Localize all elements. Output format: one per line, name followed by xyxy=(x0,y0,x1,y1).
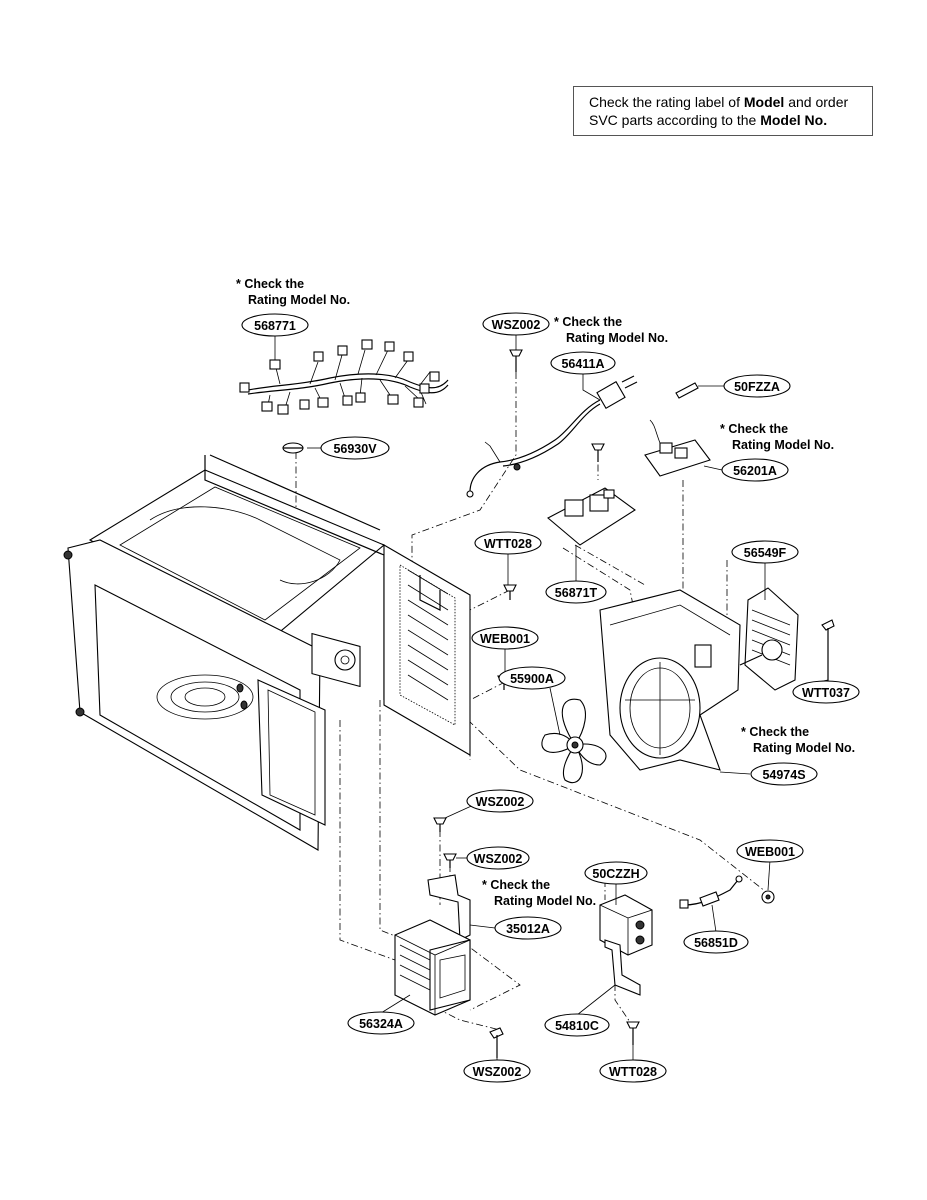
svg-text:56549F: 56549F xyxy=(744,546,787,560)
screw-wsz002-bottom xyxy=(489,1027,504,1058)
callout-56549F[interactable]: 56549F xyxy=(731,540,799,564)
callout-WEB001-2[interactable]: WEB001 xyxy=(736,839,804,863)
callout-56851D[interactable]: 56851D xyxy=(683,930,749,954)
screw-wsz002-mid xyxy=(433,817,447,832)
svg-text:56411A: 56411A xyxy=(561,357,604,371)
svg-text:Rating Model No.: Rating Model No. xyxy=(248,293,350,307)
fuse-part xyxy=(675,382,699,399)
rating-notes: * Check the Rating Model No. * Check the… xyxy=(236,277,855,908)
hv-capacitor xyxy=(599,894,653,956)
svg-text:WTT028: WTT028 xyxy=(484,537,532,551)
svg-text:54974S: 54974S xyxy=(762,768,805,782)
notice-line-1: Check the rating label of Model and orde… xyxy=(589,94,849,110)
callout-WTT037[interactable]: WTT037 xyxy=(792,680,860,704)
screw-wtt037 xyxy=(821,619,835,690)
callout-54974S[interactable]: 54974S xyxy=(750,762,818,786)
callout-50FZZA[interactable]: 50FZZA xyxy=(723,374,791,398)
svg-text:WSZ002: WSZ002 xyxy=(473,1065,522,1079)
svg-text:* Check the: * Check the xyxy=(554,315,622,329)
svg-text:* Check the: * Check the xyxy=(720,422,788,436)
thermostat-part xyxy=(282,442,304,454)
callout-56930V[interactable]: 56930V xyxy=(320,436,390,460)
svg-text:WEB001: WEB001 xyxy=(745,845,795,859)
callout-WTT028-1[interactable]: WTT028 xyxy=(474,531,542,555)
notice-line-2: SVC parts according to the Model No. xyxy=(589,112,828,128)
svg-text:WTT037: WTT037 xyxy=(802,686,850,700)
svg-text:WSZ002: WSZ002 xyxy=(476,795,525,809)
screw-wtt028-bottom xyxy=(626,1021,640,1045)
magnetron-bracket xyxy=(427,874,471,941)
svg-text:568771: 568771 xyxy=(254,319,296,333)
callout-55900A[interactable]: 55900A xyxy=(498,666,566,690)
magnetron xyxy=(394,919,471,1016)
screw-web001-right xyxy=(761,890,775,904)
svg-text:Rating Model No.: Rating Model No. xyxy=(732,438,834,452)
callout-WSZ002-2[interactable]: WSZ002 xyxy=(466,789,534,813)
svg-text:55900A: 55900A xyxy=(510,672,554,686)
screw-wsz002-low xyxy=(443,853,457,868)
note-power-cord: * Check the Rating Model No. xyxy=(554,315,668,345)
callout-WSZ002-4[interactable]: WSZ002 xyxy=(463,1059,531,1083)
relay-board xyxy=(547,487,636,546)
leader-lines xyxy=(274,335,829,1062)
callout-WTT028-2[interactable]: WTT028 xyxy=(599,1059,667,1083)
power-cord xyxy=(466,375,638,498)
svg-text:56324A: 56324A xyxy=(359,1017,403,1031)
callout-WEB001-1[interactable]: WEB001 xyxy=(471,626,539,650)
note-filter-board: * Check the Rating Model No. xyxy=(720,422,834,452)
note-fan-duct: * Check the Rating Model No. xyxy=(741,725,855,755)
part-callouts: 568771 56930V WSZ002 56411A 50FZZA 56201… xyxy=(241,312,860,1083)
fan-duct-assembly xyxy=(599,589,741,771)
fan-motor xyxy=(739,587,799,691)
callout-56411A[interactable]: 56411A xyxy=(550,351,616,375)
svg-text:54810C: 54810C xyxy=(555,1019,599,1033)
callout-56324A[interactable]: 56324A xyxy=(347,1011,415,1035)
callout-WSZ002-3[interactable]: WSZ002 xyxy=(466,846,530,870)
callout-50CZZH[interactable]: 50CZZH xyxy=(584,861,648,885)
svg-text:WTT028: WTT028 xyxy=(609,1065,657,1079)
capacitor-bracket xyxy=(604,939,641,996)
screw-board xyxy=(591,443,605,462)
callout-35012A[interactable]: 35012A xyxy=(494,916,562,940)
svg-text:WSZ002: WSZ002 xyxy=(492,318,541,332)
svg-text:50FZZA: 50FZZA xyxy=(734,380,780,394)
wire-harness xyxy=(239,339,449,415)
callout-WSZ002-1[interactable]: WSZ002 xyxy=(482,312,550,336)
note-harness: * Check the Rating Model No. xyxy=(236,277,350,307)
svg-text:* Check the: * Check the xyxy=(741,725,809,739)
svg-text:Rating Model No.: Rating Model No. xyxy=(494,894,596,908)
screw-wtt028-mid xyxy=(503,584,517,600)
callout-56871T[interactable]: 56871T xyxy=(545,580,607,604)
fan-blade xyxy=(541,698,607,784)
svg-text:WEB001: WEB001 xyxy=(480,632,530,646)
noise-filter-board xyxy=(644,419,711,477)
callout-54810C[interactable]: 54810C xyxy=(544,1013,610,1037)
svg-text:WSZ002: WSZ002 xyxy=(474,852,523,866)
svg-text:* Check the: * Check the xyxy=(482,878,550,892)
oven-cavity xyxy=(63,454,471,851)
hv-diode xyxy=(679,875,743,909)
rating-label-notice: Check the rating label of Model and orde… xyxy=(573,86,873,136)
screw-wsz002-top xyxy=(509,349,523,372)
note-bracket: * Check the Rating Model No. xyxy=(482,878,596,908)
svg-text:56930V: 56930V xyxy=(333,442,377,456)
svg-text:Rating Model No.: Rating Model No. xyxy=(753,741,855,755)
svg-text:* Check the: * Check the xyxy=(236,277,304,291)
callout-568771[interactable]: 568771 xyxy=(241,313,309,337)
callout-56201A[interactable]: 56201A xyxy=(721,458,789,482)
svg-text:35012A: 35012A xyxy=(506,922,550,936)
svg-text:56851D: 56851D xyxy=(694,936,738,950)
svg-text:56201A: 56201A xyxy=(733,464,777,478)
svg-text:Rating Model No.: Rating Model No. xyxy=(566,331,668,345)
assembly-guide-lines xyxy=(295,372,771,1031)
svg-text:56871T: 56871T xyxy=(555,586,598,600)
svg-text:50CZZH: 50CZZH xyxy=(592,867,639,881)
